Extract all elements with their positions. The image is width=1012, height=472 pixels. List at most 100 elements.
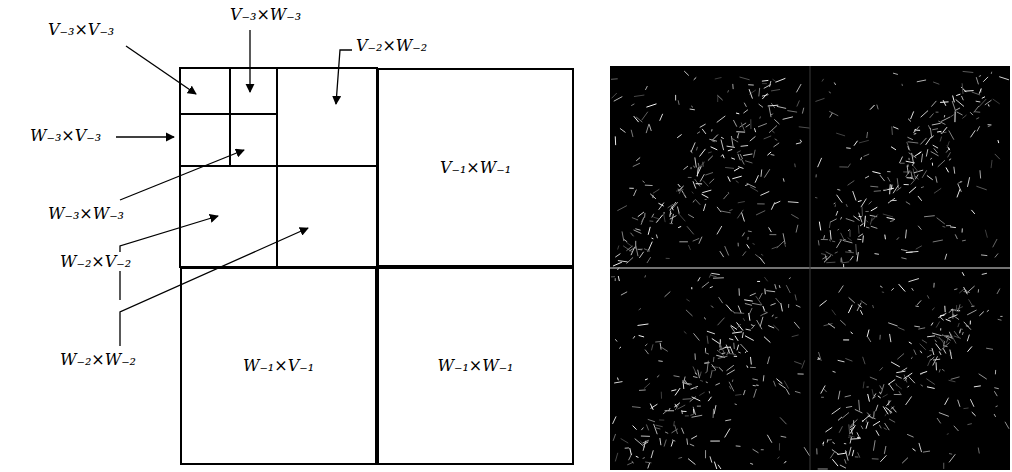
coefficient-stroke [908,279,918,282]
coefficient-stroke [650,404,653,410]
coefficient-stroke [818,352,821,361]
coefficient-stroke [698,370,700,378]
coefficient-stroke [772,131,775,133]
coefficient-stroke [737,151,741,153]
coefficient-stroke [889,384,894,390]
coefficient-stroke [873,421,880,425]
coefficient-stroke [804,447,810,456]
coefficient-stroke [774,119,779,124]
coefficient-stroke [638,212,644,217]
coefficient-stroke [943,100,946,106]
coefficient-stroke [677,134,681,137]
coefficient-stroke [891,200,897,201]
coefficient-stroke [843,339,849,340]
coefficient-stroke [949,454,955,462]
coefficient-stroke [871,226,878,228]
coefficient-stroke [917,80,926,82]
coefficient-stroke [643,457,645,459]
grid-line [229,68,231,166]
coefficient-stroke [767,435,772,443]
coefficient-stroke [696,183,702,184]
coefficient-stroke [634,190,637,196]
coefficient-stroke [619,347,621,348]
coefficient-stroke [723,154,725,158]
coefficient-stroke [757,203,765,204]
coefficient-stroke [710,275,717,277]
coefficient-stroke [927,295,929,298]
coefficient-stroke [783,117,793,120]
subband-seam [810,66,811,470]
coefficient-stroke [706,371,707,373]
coefficient-stroke [797,100,800,106]
coefficient-stroke [632,461,634,463]
coefficient-stroke [705,348,706,352]
coefficient-stroke [615,254,620,258]
coefficient-stroke [983,77,988,82]
coefficient-stroke [615,278,616,281]
coefficient-stroke [738,352,741,353]
coefficient-stroke [939,337,944,344]
coefficient-stroke [652,195,653,198]
coefficient-stroke [823,235,825,239]
coefficient-stroke [878,396,881,398]
coefficient-stroke [833,371,836,372]
coefficient-stroke [750,119,751,129]
coefficient-stroke [691,142,695,151]
coefficient-stroke [691,436,697,439]
coefficient-stroke [692,192,694,194]
coefficient-stroke [889,419,895,422]
coefficient-stroke [638,324,649,326]
coefficient-stroke [738,324,741,328]
coefficient-stroke [633,336,635,339]
coefficient-stroke [690,386,697,389]
coefficient-stroke [752,379,757,380]
coefficient-stroke [764,312,767,314]
subband-callout: W₋₃×V₋₃ [28,126,103,145]
coefficient-stroke [710,441,720,442]
coefficient-stroke [796,305,801,307]
coefficient-stroke [796,84,801,92]
coefficient-stroke [707,361,708,372]
coefficient-stroke [643,441,646,451]
coefficient-stroke [626,246,632,251]
coefficient-stroke [688,245,690,250]
coefficient-stroke [835,204,837,207]
coefficient-stroke [644,383,650,388]
coefficient-stroke [826,252,833,256]
coefficient-stroke [947,398,948,400]
coefficient-stroke [859,216,862,217]
coefficient-stroke [927,335,935,337]
coefficient-stroke [728,176,730,181]
subband-callout: V₋₂×W₋₂ [354,36,429,55]
coefficient-stroke [802,108,803,114]
coefficient-stroke [711,147,718,150]
coefficient-stroke [884,446,886,454]
coefficient-stroke [729,210,732,211]
coefficient-stroke [885,423,890,430]
coefficient-stroke [712,364,716,369]
coefficient-stroke [991,160,992,168]
coefficient-stroke [660,438,661,445]
coefficient-stroke [665,292,671,297]
coefficient-stroke [848,229,850,231]
coefficient-stroke [930,158,932,160]
coefficient-stroke [932,348,934,355]
coefficient-stroke [841,257,842,263]
coefficient-stroke [686,310,693,316]
coefficient-stroke [641,428,643,431]
coefficient-stroke [839,286,844,293]
coefficient-stroke [777,457,779,459]
coefficient-stroke [920,344,926,350]
coefficient-stroke [883,214,893,217]
coefficient-stroke [728,192,730,194]
coefficient-stroke [857,252,858,261]
coefficient-stroke [717,350,724,355]
coefficient-stroke [994,414,996,417]
coefficient-stroke [731,158,735,159]
coefficient-stroke [967,346,972,351]
coefficient-stroke [921,187,924,188]
coefficient-stroke [708,152,712,153]
coefficient-stroke [949,159,951,161]
coefficient-stroke [967,286,975,293]
coefficient-stroke [985,100,992,105]
